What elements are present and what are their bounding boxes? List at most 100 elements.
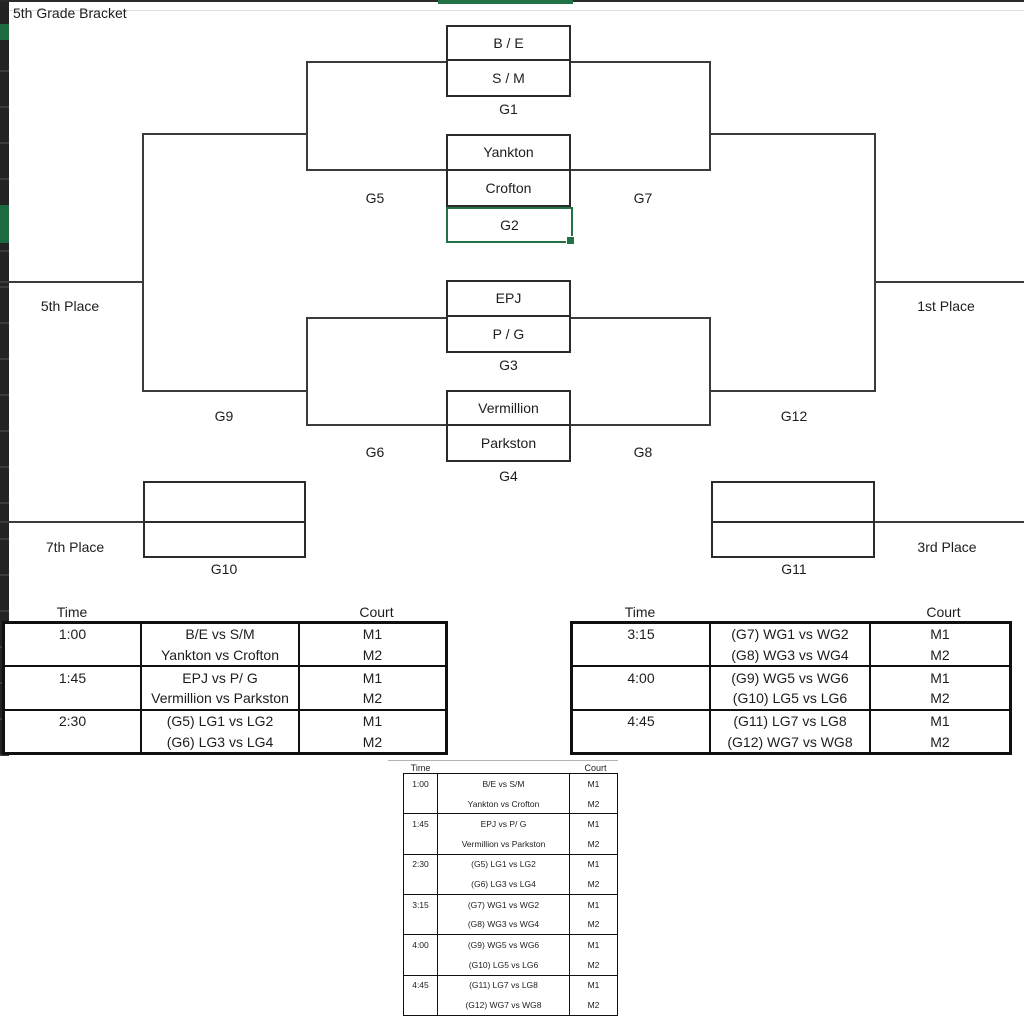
schedule_left-court-cell[interactable]: M2 (362, 690, 383, 707)
schedule_small-time-cell[interactable]: 3:15 (412, 899, 429, 910)
schedule_left-match-cell[interactable]: (G6) LG3 vs LG4 (166, 733, 274, 750)
team-cell[interactable]: EPJ (448, 282, 569, 317)
schedule_left-time-cell[interactable]: 1:45 (58, 669, 87, 686)
fill-handle[interactable] (566, 236, 575, 245)
sheet-title-cell[interactable]: 5th Grade Bracket (13, 5, 127, 21)
game-label-g11[interactable]: G11 (781, 561, 807, 577)
schedule_right-court-cell[interactable]: M2 (930, 647, 950, 663)
empty-team-cell[interactable] (713, 523, 873, 556)
schedule_small-match-cell[interactable]: (G6) LG3 vs LG4 (471, 879, 536, 890)
schedule_right-court-cell[interactable]: M1 (930, 626, 950, 643)
schedule_left-court-cell[interactable]: M1 (362, 712, 383, 729)
empty-team-cell[interactable] (145, 483, 304, 523)
schedule_small-match-cell[interactable]: B/E vs S/M (482, 778, 525, 789)
schedule_small-court-cell[interactable]: M1 (587, 819, 600, 830)
schedule_left-court-cell[interactable]: M1 (362, 626, 383, 643)
empty-team-cell[interactable] (713, 483, 873, 523)
bracket-line-1st-place (876, 281, 1024, 283)
schedule_small-court-cell[interactable]: M2 (587, 959, 600, 970)
game-label-g12[interactable]: G12 (780, 408, 808, 424)
schedule_left-time-cell[interactable]: 2:30 (58, 712, 87, 729)
schedule_small-court-cell[interactable]: M2 (587, 1000, 600, 1011)
schedule_right-match-cell[interactable]: (G12) WG7 vs WG8 (727, 733, 853, 750)
schedule_small-court-cell[interactable]: M2 (587, 798, 600, 809)
team-cell[interactable]: B / E (448, 27, 569, 61)
schedule_left-match-cell[interactable]: Yankton vs Crofton (160, 647, 280, 663)
game-label-g4[interactable]: G4 (499, 468, 518, 484)
schedule_right-match-cell[interactable]: (G7) WG1 vs WG2 (731, 626, 849, 643)
schedule_right-time-cell[interactable]: 3:15 (627, 626, 655, 643)
schedule_small-match-cell[interactable]: Vermillion vs Parkston (461, 838, 546, 849)
schedule_small-time-col: 1:00 (404, 774, 437, 813)
schedule_small-match-cell[interactable]: EPJ vs P/ G (480, 819, 527, 830)
bracket-line-right-top (709, 133, 876, 135)
game-label-g9[interactable]: G9 (214, 408, 234, 424)
row-selection-indicator (0, 205, 9, 243)
schedule_right-match-cell[interactable]: (G10) LG5 vs LG6 (732, 690, 848, 707)
schedule_small-time-cell[interactable]: 2:30 (412, 859, 429, 870)
empty-cell (404, 834, 437, 854)
schedule_small-court-cell[interactable]: M1 (587, 859, 600, 870)
team-cell[interactable]: Yankton (448, 136, 569, 171)
schedule_small-match-cell[interactable]: (G11) LG7 vs LG8 (469, 980, 538, 991)
schedule_small-time-col: 3:15 (404, 895, 437, 934)
schedule_right-match-col: (G11) LG7 vs LG8 (G12) WG7 vs WG8 (709, 710, 871, 752)
schedule_right-time-cell[interactable]: 4:00 (627, 669, 655, 686)
game-label-g8[interactable]: G8 (633, 444, 653, 460)
schedule_small-court-cell[interactable]: M1 (587, 778, 600, 789)
row-header-strip (0, 0, 9, 756)
schedule_small-court-cell[interactable]: M2 (587, 919, 600, 930)
schedule_right-match-cell[interactable]: (G11) LG7 vs LG8 (733, 712, 847, 729)
game-label-g1[interactable]: G1 (499, 101, 518, 117)
schedule_right-time-cell[interactable]: 4:45 (627, 712, 655, 729)
game-label-g6[interactable]: G6 (365, 444, 385, 460)
schedule_left-match-cell[interactable]: B/E vs S/M (185, 626, 255, 643)
schedule_right-court-cell[interactable]: M2 (930, 733, 950, 750)
schedule_right-match-cell[interactable]: (G9) WG5 vs WG6 (731, 669, 849, 686)
team-cell[interactable]: Vermillion (448, 392, 569, 426)
empty-cell (5, 731, 140, 752)
schedule_small-time-cell[interactable]: 1:45 (412, 819, 429, 830)
empty-cell (573, 688, 709, 709)
schedule_left-match-cell[interactable]: Vermillion vs Parkston (151, 690, 289, 707)
schedule_small-match-cell[interactable]: (G9) WG5 vs WG6 (467, 940, 540, 951)
schedule_right-court-cell[interactable]: M1 (930, 712, 950, 729)
team-cell[interactable]: Crofton (485, 179, 532, 196)
schedule_right-court-cell[interactable]: M2 (930, 690, 950, 707)
game-label-g7[interactable]: G7 (633, 190, 653, 206)
schedule_small-match-cell[interactable]: (G5) LG1 vs LG2 (471, 859, 536, 870)
schedule_small-court-cell[interactable]: M1 (587, 899, 600, 910)
empty-cell (404, 915, 437, 935)
schedule_left-court-cell[interactable]: M2 (362, 647, 383, 663)
game-label-g5[interactable]: G5 (365, 190, 385, 206)
game-label-g10[interactable]: G10 (210, 561, 238, 577)
team-cell[interactable]: S / M (492, 70, 525, 86)
schedule_small-time-cell[interactable]: 4:45 (412, 980, 429, 991)
schedule_left-court-cell[interactable]: M2 (362, 733, 383, 750)
schedule_small-court-cell[interactable]: M2 (587, 838, 600, 849)
schedule_right-match-cell[interactable]: (G8) WG3 vs WG4 (731, 647, 849, 663)
schedule_small-court-cell[interactable]: M1 (587, 980, 600, 991)
schedule_small-court-cell[interactable]: M1 (587, 940, 600, 951)
game-label-g3[interactable]: G3 (499, 357, 518, 373)
schedule_left-time-cell[interactable]: 1:00 (58, 626, 87, 643)
schedule_small-match-cell[interactable]: (G7) WG1 vs WG2 (467, 899, 540, 910)
selected-cell-g2[interactable]: G2 (446, 207, 575, 245)
schedule_right-court-cell[interactable]: M1 (930, 669, 950, 686)
schedule_left-match-cell[interactable]: EPJ vs P/ G (182, 669, 258, 686)
schedule_left-court-cell[interactable]: M1 (362, 669, 383, 686)
team-cell[interactable]: Parkston (480, 435, 537, 451)
schedule_small-time-cell[interactable]: 4:00 (412, 940, 429, 951)
team-cell[interactable]: P / G (492, 325, 525, 342)
schedule_small-match-cell[interactable]: (G12) WG7 vs WG8 (465, 1000, 542, 1011)
schedule_small-match-cell[interactable]: (G8) WG3 vs WG4 (467, 919, 540, 930)
schedule_small-court-cell[interactable]: M2 (587, 879, 600, 890)
schedule_small-time-cell[interactable]: 1:00 (412, 778, 429, 789)
schedule_small-match-cell[interactable]: Yankton vs Crofton (467, 798, 540, 809)
empty-team-cell[interactable] (145, 523, 304, 556)
schedule_left-match-cell[interactable]: (G5) LG1 vs LG2 (166, 712, 274, 729)
schedule_small-match-cell[interactable]: (G10) LG5 vs LG6 (468, 959, 539, 970)
